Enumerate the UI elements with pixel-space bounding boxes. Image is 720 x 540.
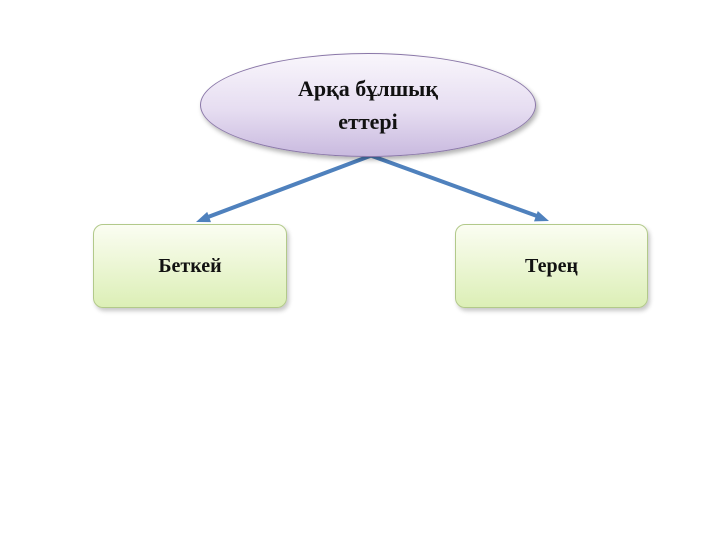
root-node: Арқа бұлшық еттері — [200, 53, 536, 157]
child-node-right-label: Терең — [525, 254, 578, 277]
root-node-label: Арқа бұлшық еттері — [297, 76, 439, 134]
arrow-right-line — [370, 154, 539, 218]
arrow-left-head-icon — [196, 211, 211, 223]
child-node-left: Беткей — [93, 224, 287, 308]
child-node-left-label: Беткей — [158, 254, 222, 277]
child-node-right: Терең — [455, 224, 648, 308]
arrow-left-line — [206, 154, 372, 219]
arrow-right-head-icon — [534, 211, 549, 222]
